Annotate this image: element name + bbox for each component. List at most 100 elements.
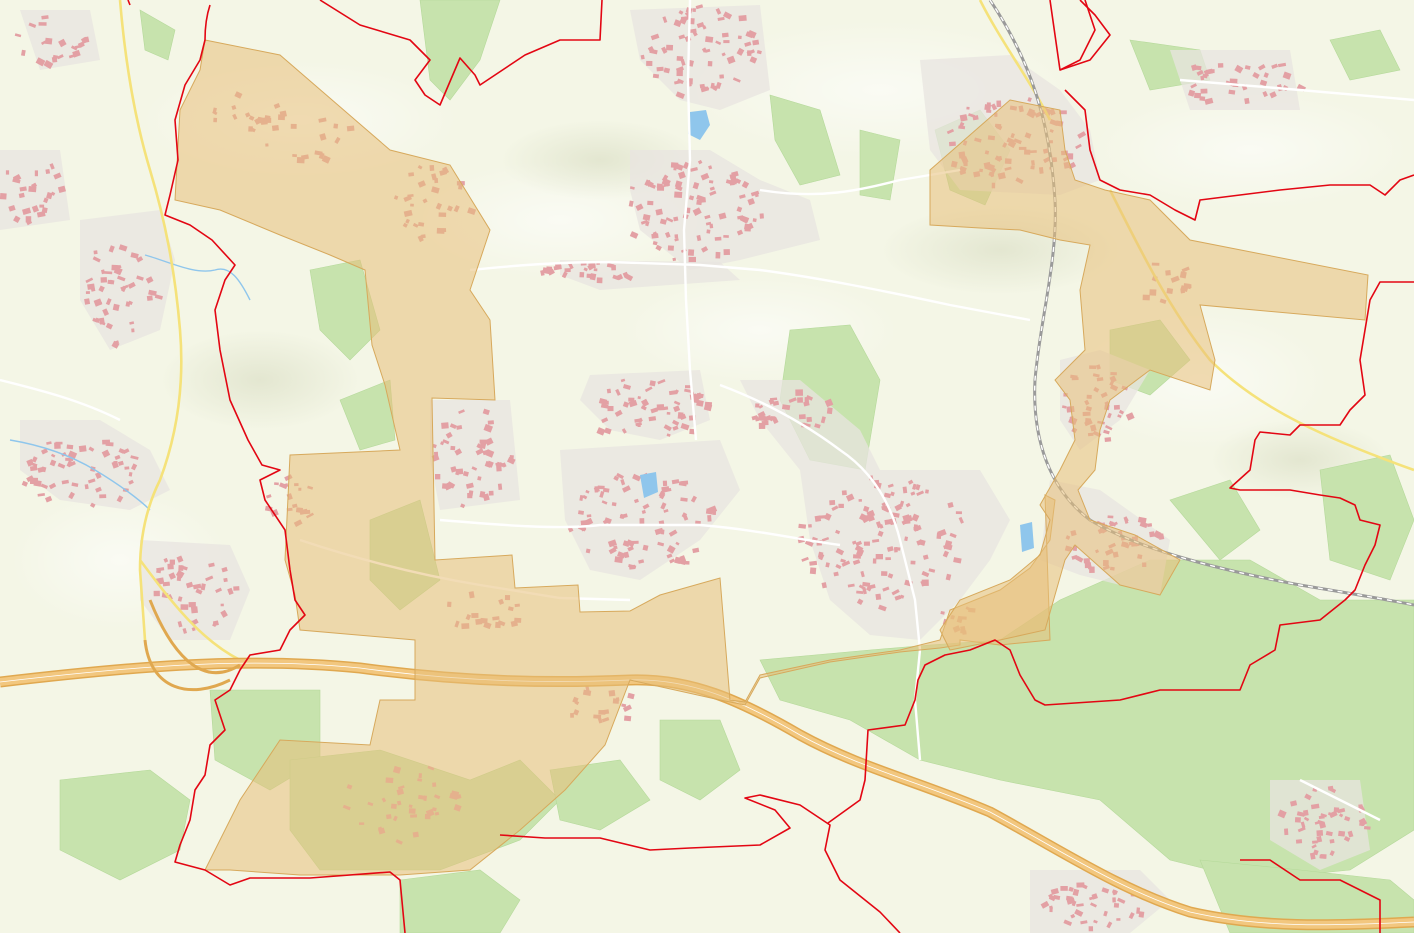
building-footprint: [907, 479, 914, 485]
building-footprint: [673, 19, 682, 28]
building-footprint: [719, 74, 725, 79]
building-footprint: [1310, 803, 1320, 810]
building-footprint: [856, 548, 865, 557]
building-footprint: [644, 386, 653, 393]
building-footprint: [1147, 523, 1153, 527]
building-footprint: [440, 441, 445, 446]
building-footprint: [564, 268, 571, 273]
building-footprint: [1112, 897, 1116, 903]
building-footprint: [71, 482, 79, 487]
building-footprint: [1282, 71, 1292, 80]
building-footprint: [1077, 131, 1087, 139]
building-footprint: [1123, 516, 1129, 523]
building-footprint: [124, 466, 130, 470]
building-footprint: [1089, 566, 1095, 573]
building-footprint: [1338, 813, 1344, 818]
building-footprint: [1328, 810, 1338, 819]
building-footprint: [70, 45, 78, 51]
building-footprint: [707, 60, 713, 67]
building-footprint: [195, 588, 203, 595]
building-footprint: [585, 489, 590, 494]
building-footprint: [107, 279, 113, 285]
building-footprint: [731, 170, 739, 178]
building-footprint: [84, 298, 91, 305]
building-footprint: [471, 466, 478, 471]
building-footprint: [1128, 912, 1135, 920]
building-footprint: [1363, 826, 1371, 830]
building-footprint: [747, 197, 755, 206]
building-footprint: [725, 179, 735, 185]
building-footprint: [668, 390, 677, 396]
building-footprint: [749, 56, 758, 64]
building-footprint: [655, 244, 662, 252]
building-footprint: [614, 556, 624, 564]
building-footprint: [468, 490, 474, 497]
building-footprint: [903, 518, 911, 525]
building-footprint: [647, 200, 654, 206]
building-footprint: [1311, 844, 1317, 849]
building-footprint: [1338, 830, 1346, 837]
building-footprint: [852, 540, 857, 545]
building-footprint: [1101, 887, 1110, 894]
building-footprint: [1070, 913, 1076, 919]
building-footprint: [36, 211, 46, 218]
building-footprint: [1343, 836, 1351, 842]
building-footprint: [886, 546, 894, 552]
building-footprint: [441, 483, 450, 490]
building-footprint: [910, 560, 916, 565]
building-footprint: [46, 192, 53, 200]
building-footprint: [200, 583, 206, 591]
building-footprint: [621, 428, 627, 434]
building-footprint: [717, 16, 725, 21]
building-footprint: [1290, 800, 1298, 807]
building-footprint: [118, 460, 124, 466]
building-footprint: [709, 190, 717, 196]
building-footprint: [43, 197, 49, 204]
building-footprint: [872, 558, 877, 564]
building-footprint: [641, 398, 650, 407]
building-footprint: [613, 475, 620, 481]
building-footprint: [458, 409, 465, 415]
building-footprint: [804, 422, 811, 427]
building-footprint: [38, 22, 47, 26]
building-footprint: [1329, 850, 1335, 857]
building-footprint: [1295, 839, 1303, 844]
building-footprint: [678, 34, 686, 40]
building-footprint: [675, 91, 685, 100]
building-footprint: [1080, 920, 1088, 925]
building-footprint: [648, 416, 657, 422]
building-footprint: [668, 529, 678, 537]
building-footprint: [90, 286, 96, 292]
building-footprint: [227, 587, 234, 596]
building-footprint: [847, 583, 855, 588]
building-footprint: [622, 704, 632, 712]
building-footprint: [657, 541, 665, 547]
building-footprint: [824, 398, 834, 408]
building-footprint: [1113, 404, 1120, 410]
highlight-area-west[interactable]: [174, 39, 1056, 876]
building-footprint: [629, 564, 636, 570]
building-footprint: [910, 491, 916, 496]
building-footprint: [639, 518, 645, 524]
highlight-area-east[interactable]: [929, 99, 1369, 651]
building-footprint: [449, 423, 457, 430]
building-footprint: [455, 468, 464, 475]
building-footprint: [652, 73, 660, 79]
building-footprint: [703, 86, 710, 91]
building-footprint: [650, 407, 659, 414]
building-footprint: [627, 692, 635, 700]
building-footprint: [93, 250, 98, 255]
building-footprint: [105, 322, 113, 330]
building-footprint: [674, 191, 683, 199]
building-footprint: [715, 81, 722, 90]
pond-north: [688, 110, 710, 140]
building-footprint: [111, 340, 120, 349]
building-footprint: [781, 404, 791, 411]
building-footprint: [585, 548, 591, 554]
building-footprint: [1333, 807, 1340, 813]
building-footprint: [1105, 425, 1113, 431]
building-footprint: [26, 475, 34, 483]
building-footprint: [840, 558, 846, 564]
